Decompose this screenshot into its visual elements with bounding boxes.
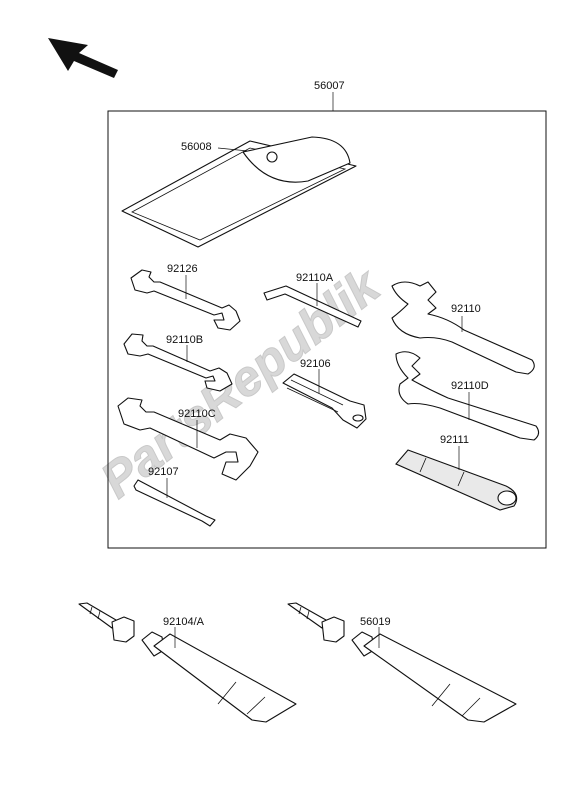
sealant-tube-92104A: [78, 602, 297, 723]
part-label-92110A: 92110A: [296, 272, 334, 284]
handle-92111: [395, 449, 518, 511]
part-label-92107: 92107: [148, 466, 179, 478]
part-label-92106: 92106: [300, 358, 331, 370]
kit-group-box: [107, 110, 547, 549]
wrench-92126: [130, 269, 241, 331]
spanner-92110: [391, 281, 535, 375]
part-label-56007: 56007: [314, 80, 345, 92]
leader-56008: [217, 147, 249, 152]
extension-bar-92106: [282, 373, 367, 429]
wrench-92110C: [117, 397, 259, 481]
part-label-92110: 92110: [451, 303, 481, 315]
part-label-92104A: 92104/A: [163, 616, 205, 628]
part-label-92126: 92126: [167, 263, 198, 275]
wrench-92110B: [123, 333, 233, 392]
part-label-92110B: 92110B: [166, 334, 203, 346]
part-label-92110C: 92110C: [178, 408, 216, 420]
sealant-tube-56019: [287, 602, 517, 723]
arrow-up-left-icon: [48, 38, 118, 78]
hex-key-92110A: [263, 285, 362, 328]
part-label-56019: 56019: [360, 616, 391, 628]
tool-pouch: [121, 136, 357, 248]
screwdriver-92107: [133, 479, 216, 527]
part-label-92111: 92111: [440, 434, 469, 446]
spanner-92110D: [395, 351, 540, 441]
part-label-56008: 56008: [181, 141, 212, 153]
part-label-92110D: 92110D: [451, 380, 489, 392]
